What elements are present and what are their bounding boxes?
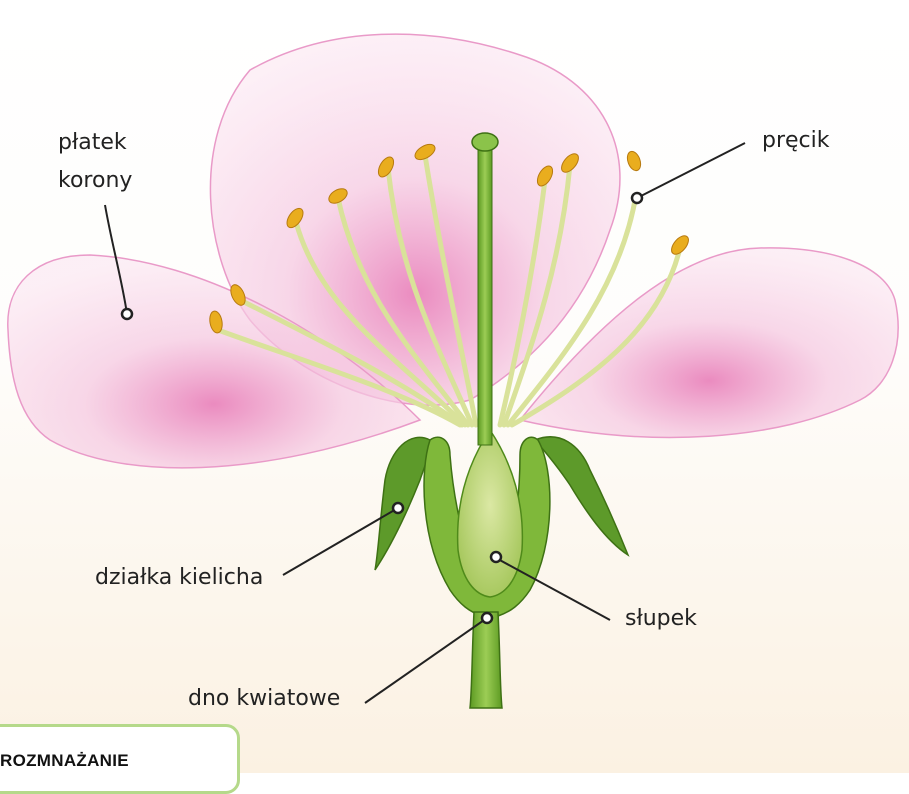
flower-diagram	[0, 0, 909, 773]
label-sepal: działka kielicha	[95, 563, 263, 593]
label-petal-line2: korony	[58, 166, 132, 196]
label-petal-line1: płatek	[58, 128, 127, 158]
label-pistil: słupek	[625, 604, 697, 634]
label-stamen: pręcik	[762, 126, 830, 156]
style	[478, 145, 492, 445]
stigma	[472, 133, 498, 151]
label-receptacle: dno kwiatowe	[188, 684, 340, 714]
ovary	[458, 430, 523, 597]
section-title: ROZMNAŻANIE	[0, 751, 129, 771]
